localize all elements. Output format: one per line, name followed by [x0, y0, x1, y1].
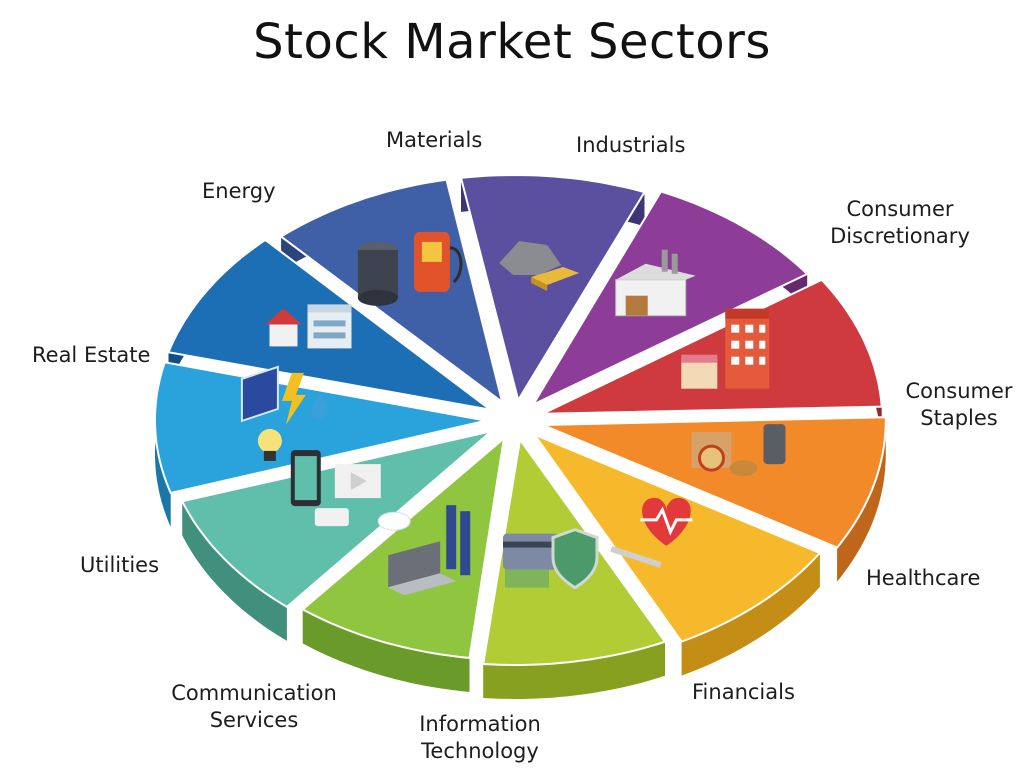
- label-consumer-discretionary: Consumer Discretionary: [830, 197, 970, 248]
- label-information-technology: Information Technology: [419, 712, 541, 763]
- sector-slice-consumer-staples: [542, 416, 887, 549]
- label-utilities: Utilities: [80, 553, 160, 577]
- label-healthcare: Healthcare: [866, 566, 981, 590]
- oil-barrel-and-fuel-pump-icon: [357, 231, 463, 306]
- label-consumer-staples: Consumer Staples: [905, 379, 1013, 430]
- sector-side-consumer-staples: [837, 417, 886, 582]
- label-communication-services: Communication Services: [171, 681, 337, 732]
- hotel-and-shop-icon: [681, 308, 770, 389]
- sector-slice-information-technology: [300, 435, 506, 659]
- sector-side-financials: [483, 641, 665, 699]
- sector-slice-materials: [459, 173, 647, 403]
- smartphone-and-video-icon: [290, 450, 381, 527]
- sector-slice-healthcare: [531, 432, 822, 643]
- sector-side-healthcare: [681, 552, 820, 676]
- sector-icons: [240, 231, 786, 596]
- label-real-estate: Real Estate: [32, 343, 151, 367]
- label-materials: Materials: [386, 128, 483, 152]
- label-financials: Financials: [692, 680, 795, 704]
- house-and-building-icon: [265, 304, 352, 349]
- credit-card-and-shield-icon: [503, 528, 599, 590]
- label-industrials: Industrials: [576, 133, 686, 157]
- wheel-top-faces: [154, 173, 887, 666]
- solar-panel-and-bulb-icon: [240, 365, 328, 461]
- laptop-and-servers-icon: [377, 505, 471, 596]
- label-energy: Energy: [202, 179, 276, 203]
- factory-icon: [615, 249, 696, 317]
- diagram-title: Stock Market Sectors: [253, 14, 771, 70]
- sector-slice-utilities: [154, 361, 487, 495]
- gold-bars-and-rocks-icon: [499, 241, 580, 291]
- sector-side-information-technology: [302, 609, 470, 692]
- sector-slice-consumer-discretionary: [541, 278, 883, 415]
- sector-side-communication-services: [182, 501, 287, 641]
- heart-and-syringe-icon: [610, 497, 693, 568]
- food-and-groceries-icon: [691, 424, 786, 477]
